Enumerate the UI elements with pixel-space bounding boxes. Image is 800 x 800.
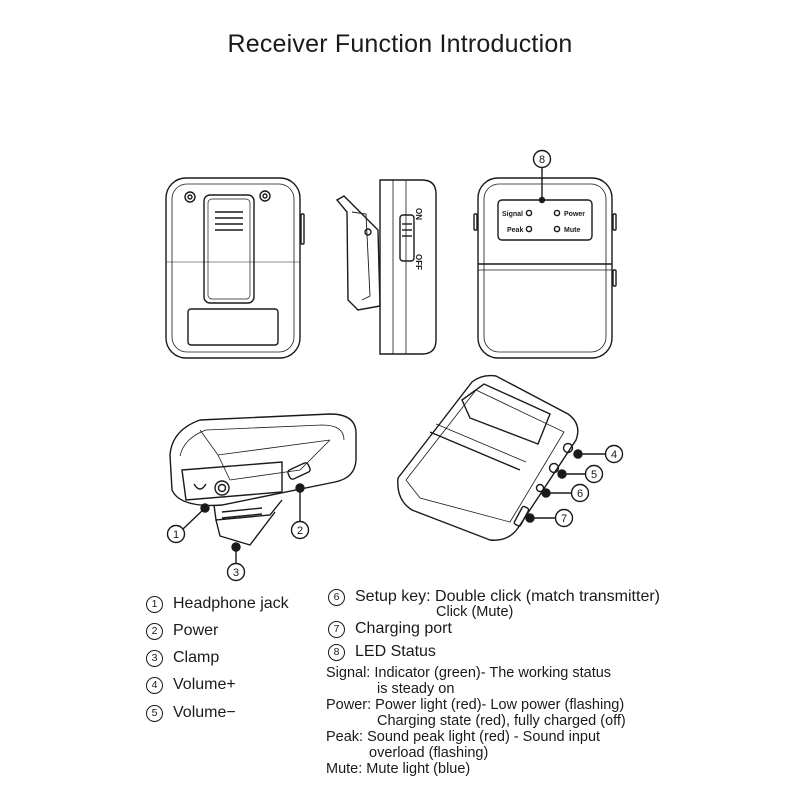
callout-8: 8: [532, 149, 552, 204]
charging-port: [513, 505, 530, 527]
callout-1: 1: [166, 503, 210, 544]
callout-7: 7: [525, 508, 574, 528]
legend-number: 6: [328, 588, 345, 606]
receiver-bottom-perspective: [169, 413, 357, 546]
screw-icon: [259, 190, 271, 202]
svg-text:2: 2: [297, 525, 303, 537]
clip-plate: [203, 194, 255, 304]
callout-2: 2: [290, 483, 310, 540]
led-status-mute: Mute: Mute light (blue): [326, 761, 471, 777]
callout-6: 6: [541, 483, 590, 503]
volume-minus-button: [548, 462, 560, 474]
device-diagram: ON OFF Signal Power Peak Mute: [165, 149, 624, 582]
power-switch-bottom: [287, 462, 311, 480]
label-area: [187, 308, 279, 346]
led-label-power: Power: [564, 211, 585, 218]
switch-off-label: OFF: [414, 254, 423, 270]
legend-number: 8: [328, 643, 345, 661]
led-status-signal: Signal: Indicator (green)- The working s…: [326, 665, 612, 681]
legend-number: 3: [146, 649, 163, 667]
legend-number: 5: [146, 704, 163, 722]
legend-setup-key-click: Click (Mute): [436, 604, 514, 620]
svg-text:7: 7: [561, 513, 567, 525]
legend-number: 1: [146, 595, 163, 613]
setup-key-button: [535, 483, 545, 493]
receiver-back-view: [165, 177, 305, 359]
legend-number: 4: [146, 676, 163, 694]
svg-text:4: 4: [611, 449, 617, 461]
led-label-peak: Peak: [507, 227, 523, 234]
led-peak-icon: [525, 225, 533, 233]
receiver-top-perspective: [397, 374, 579, 541]
led-status-power-detail: Charging state (red), fully charged (off…: [377, 713, 626, 729]
page-title: Receiver Function Introduction: [227, 30, 573, 58]
svg-text:6: 6: [577, 488, 583, 500]
svg-text:3: 3: [233, 567, 239, 579]
led-mute-icon: [553, 225, 561, 233]
led-power-icon: [553, 209, 561, 217]
led-signal-icon: [525, 209, 533, 217]
screw-icon: [184, 191, 196, 203]
callout-3: 3: [226, 542, 246, 582]
led-status-peak: Peak: Sound peak light (red) - Sound inp…: [326, 729, 601, 745]
svg-text:5: 5: [591, 469, 597, 481]
top-label-area: [461, 383, 551, 445]
led-panel: [497, 199, 593, 241]
switch-on-label: ON: [414, 208, 423, 220]
led-label-mute: Mute: [564, 227, 580, 234]
volume-plus-button: [562, 442, 574, 454]
callout-4: 4: [573, 444, 624, 464]
led-label-signal: Signal: [502, 211, 523, 218]
led-status-signal-detail: is steady on: [377, 681, 455, 697]
legend-number: 2: [146, 622, 163, 640]
receiver-side-view: ON OFF: [335, 179, 437, 355]
led-status-power: Power: Power light (red)- Low power (fla…: [326, 697, 625, 713]
legend-number: 7: [328, 620, 345, 638]
svg-text:8: 8: [539, 154, 545, 166]
receiver-front-view: Signal Power Peak Mute: [473, 177, 617, 359]
callout-5: 5: [557, 464, 604, 484]
headphone-jack-icon: [214, 480, 230, 496]
led-status-peak-detail: overload (flashing): [369, 745, 489, 761]
power-switch: [399, 214, 415, 262]
svg-text:1: 1: [173, 529, 179, 541]
